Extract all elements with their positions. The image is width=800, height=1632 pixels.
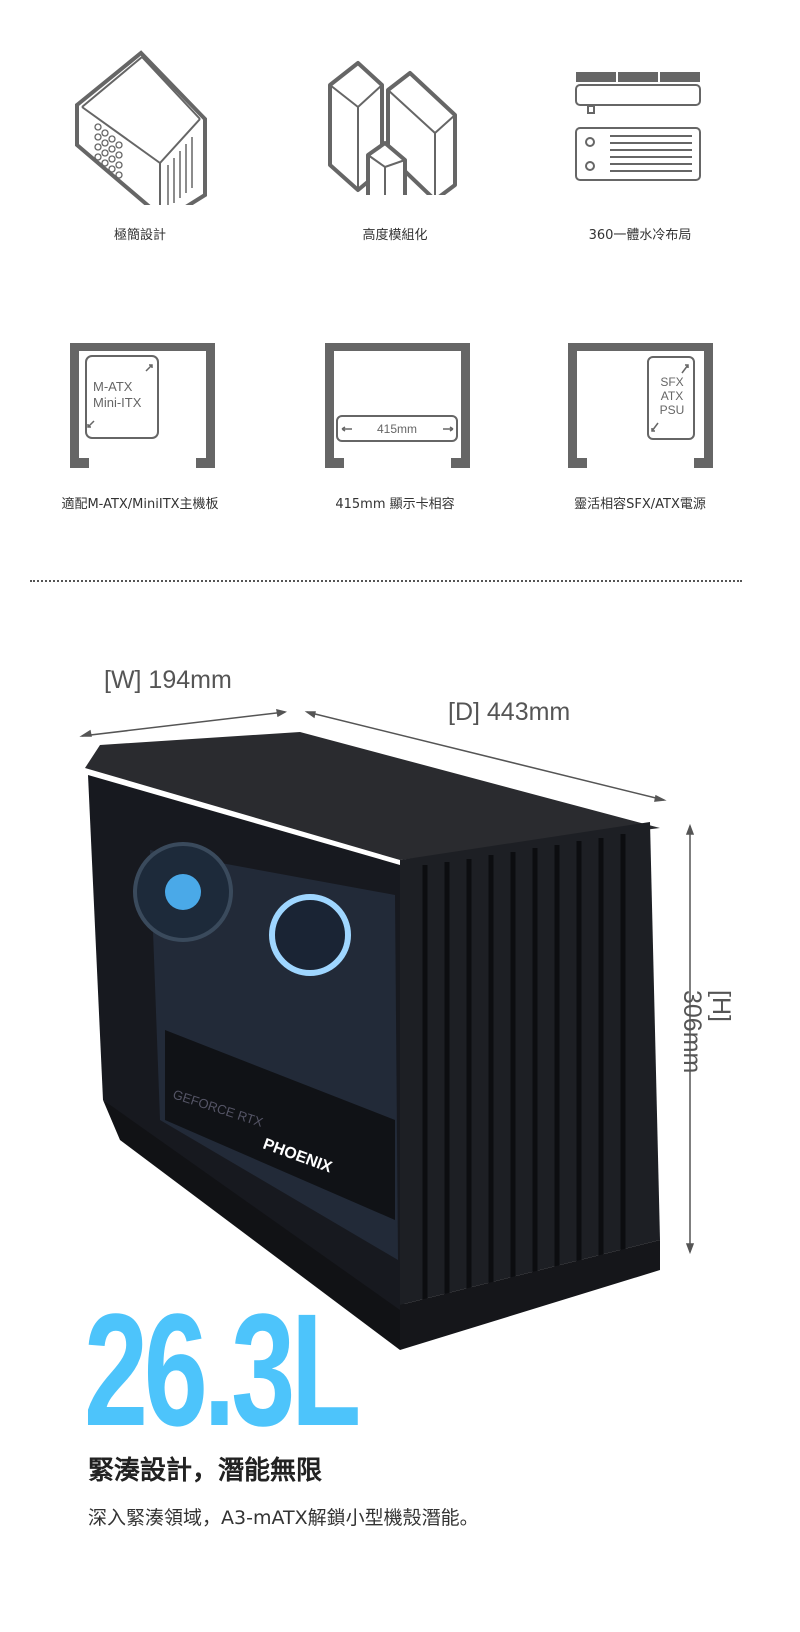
feature-label-motherboard: 適配M-ATX/MiniITX主機板 xyxy=(61,497,219,512)
headline: 緊湊設計，潛能無限 xyxy=(88,1456,323,1486)
psu-label-sfx: SFX xyxy=(660,375,683,389)
feature-label-psu: 靈活相容SFX/ATX電源 xyxy=(574,497,706,512)
dimension-depth: [D] 443mm xyxy=(448,698,571,726)
feature-label-minimal: 極簡設計 xyxy=(113,228,166,243)
feature-label-gpu: 415mm 顯示卡相容 xyxy=(335,497,455,512)
gpu-length-label: 415mm xyxy=(377,422,417,436)
volume-value: 26.3L xyxy=(84,1280,361,1459)
psu-label-atx: ATX xyxy=(661,389,683,403)
gpu-length-icon: 415mm xyxy=(325,343,470,468)
radiator-icon xyxy=(575,72,701,181)
psu-icon: SFX ATX PSU xyxy=(568,343,713,468)
psu-label-psu: PSU xyxy=(660,403,685,417)
feature-label-radiator: 360一體水冷布局 xyxy=(588,228,692,243)
minimal-case-icon xyxy=(75,50,207,205)
product-case-image: PHOENIX GEFORCE RTX xyxy=(79,708,695,1350)
section-divider xyxy=(30,580,742,582)
modular-blocks-icon xyxy=(328,61,457,195)
motherboard-icon: M-ATX Mini-ITX xyxy=(70,343,215,468)
subline: 深入緊湊領域，A3-mATX解鎖小型機殼潛能。 xyxy=(88,1507,479,1529)
feature-label-modular: 高度模組化 xyxy=(362,228,428,243)
mb-label-mitx: Mini-ITX xyxy=(93,395,142,410)
mb-label-matx: M-ATX xyxy=(93,379,133,394)
dimension-width: [W] 194mm xyxy=(104,666,232,694)
